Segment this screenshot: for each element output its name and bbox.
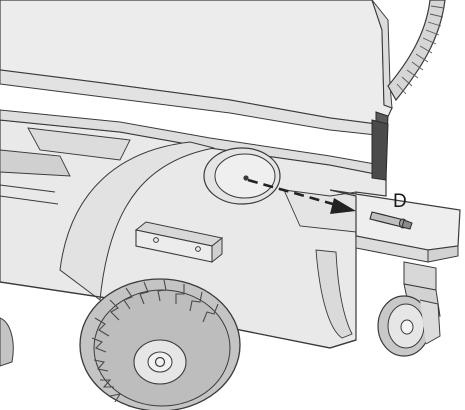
pin-icon	[369, 211, 413, 230]
direction-arrow-icon	[247, 178, 356, 214]
caster-wheel-icon	[377, 283, 441, 357]
wheel-icon	[0, 278, 241, 410]
handle-bracket-icon	[134, 221, 224, 264]
pin-receptacle	[203, 147, 281, 205]
callout-label: D	[393, 191, 407, 212]
